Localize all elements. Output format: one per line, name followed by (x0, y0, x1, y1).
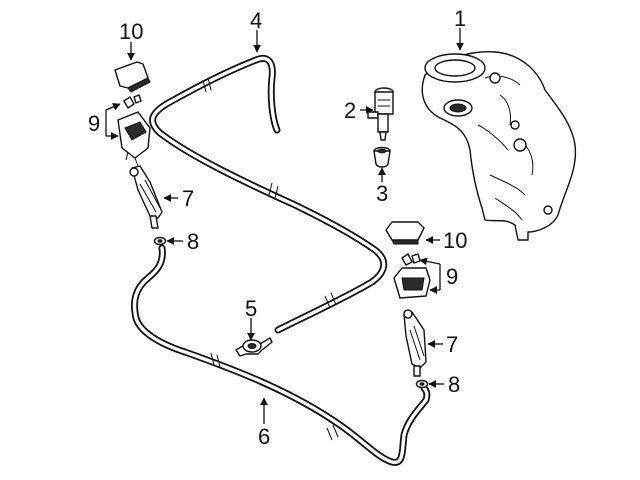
washer-pump (367, 87, 394, 141)
callout-3: 3 (376, 181, 388, 206)
callout-8-left: 8 (187, 229, 199, 254)
right-nozzle-bracket (393, 267, 431, 299)
callout-5: 5 (245, 296, 257, 321)
left-cover-cap (114, 61, 151, 93)
pump-grommet (373, 146, 391, 168)
callout-1: 1 (454, 6, 466, 31)
left-clips (123, 94, 142, 109)
callout-10-left: 10 (119, 19, 143, 44)
hose-connector (235, 337, 273, 357)
callout-6: 6 (258, 424, 270, 449)
callout-10-right: 10 (443, 228, 467, 253)
right-seal-ring (415, 379, 429, 389)
left-nozzle-bracket (117, 111, 151, 167)
right-cover-cap (385, 221, 425, 245)
hose-4 (149, 54, 388, 334)
callout-7-left: 7 (182, 186, 194, 211)
hose-6 (131, 244, 431, 466)
callout-9-right: 9 (446, 264, 458, 289)
washer-fluid-reservoir (421, 51, 577, 241)
callout-9-left: 9 (88, 111, 100, 136)
right-actuator (403, 309, 427, 377)
left-seal-ring (153, 236, 167, 246)
callout-7-right: 7 (446, 332, 458, 357)
leader-lines (105, 28, 464, 424)
right-clips (401, 253, 421, 266)
left-actuator (129, 165, 163, 229)
callout-8-right: 8 (448, 372, 460, 397)
callout-4: 4 (250, 8, 262, 33)
callout-2: 2 (344, 98, 356, 123)
